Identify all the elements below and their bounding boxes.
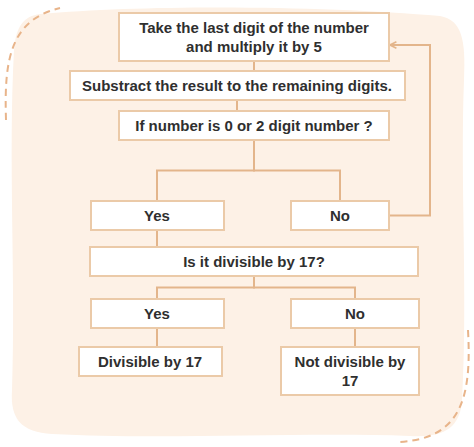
box-text: No [330, 206, 350, 225]
process-box: No [290, 298, 420, 329]
connector [157, 141, 254, 200]
connector [157, 277, 254, 298]
box-text: Take the last digit of the number and mu… [130, 18, 378, 56]
box-text: If number is 0 or 2 digit number ? [135, 116, 373, 135]
process-box: Take the last digit of the number and mu… [118, 12, 390, 62]
box-text: Not divisible by 17 [292, 352, 408, 390]
process-box: Yes [90, 200, 225, 231]
box-text: Divisible by 17 [98, 352, 202, 371]
connector [253, 62, 255, 70]
process-box: Yes [90, 298, 225, 329]
box-text: Is it divisible by 17? [183, 252, 325, 271]
dashed-arc [6, 8, 60, 120]
connector [156, 231, 158, 246]
box-text: Yes [144, 304, 170, 323]
box-text: Substract the result to the remaining di… [82, 76, 392, 95]
connector [354, 329, 356, 346]
process-box: Not divisible by 17 [280, 346, 420, 396]
connector [156, 329, 158, 346]
box-text: No [345, 304, 365, 323]
connector [254, 141, 340, 200]
process-box: No [290, 200, 390, 231]
process-box: Is it divisible by 17? [89, 246, 419, 277]
blob [12, 7, 465, 436]
process-box: Divisible by 17 [78, 346, 223, 377]
process-box: Substract the result to the remaining di… [69, 70, 406, 101]
connector [236, 101, 238, 110]
connector [254, 277, 355, 298]
process-box: If number is 0 or 2 digit number ? [118, 110, 390, 141]
box-text: Yes [144, 206, 170, 225]
